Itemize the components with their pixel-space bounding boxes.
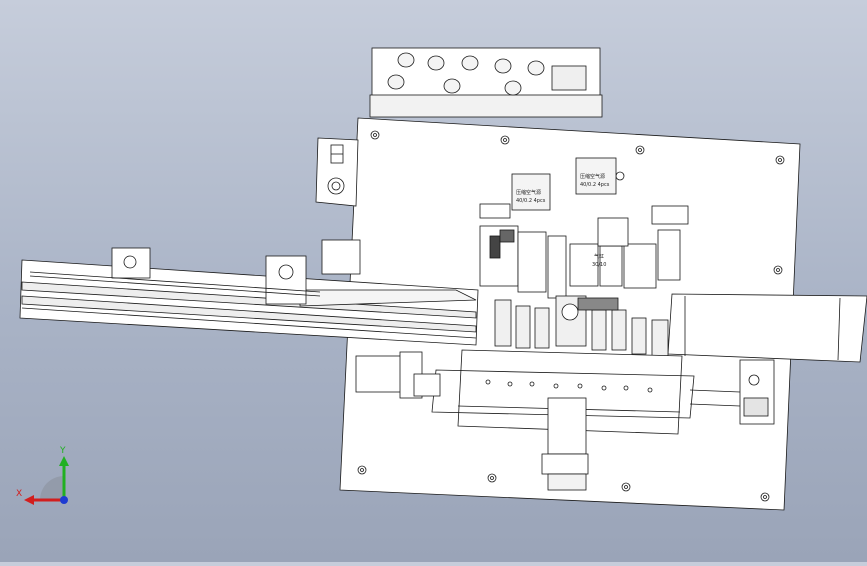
part-label-4: 40/0.2 4pcs [580, 182, 610, 188]
part-labels: 压缩空气源 40/0.2 4pcs 压缩空气源 40/0.2 4pcs 气缸 3… [516, 173, 610, 268]
right-chute [667, 293, 867, 363]
bottom-cylinder [541, 397, 589, 491]
y-axis-arrowhead [59, 456, 69, 466]
part-label-5: 气缸 [594, 253, 604, 260]
part-label-3: 压缩空气源 [580, 173, 605, 180]
y-axis-label: Y [59, 446, 66, 456]
side-bracket [315, 137, 359, 207]
triad-plane [40, 476, 64, 500]
part-label-1: 压缩空气源 [516, 189, 541, 196]
x-axis-label: X [16, 489, 22, 499]
left-cylinder [355, 351, 441, 399]
x-axis-arrowhead [24, 495, 34, 505]
left-rail-conveyor [19, 239, 479, 346]
station-cluster [479, 157, 689, 357]
valve-block [369, 47, 603, 118]
part-label-6: 30/10 [592, 262, 606, 268]
z-axis-dot [60, 496, 68, 504]
part-label-2: 40/0.2 4pcs [516, 198, 546, 204]
coordinate-triad: Y X [16, 446, 69, 505]
right-blocks [689, 359, 775, 425]
